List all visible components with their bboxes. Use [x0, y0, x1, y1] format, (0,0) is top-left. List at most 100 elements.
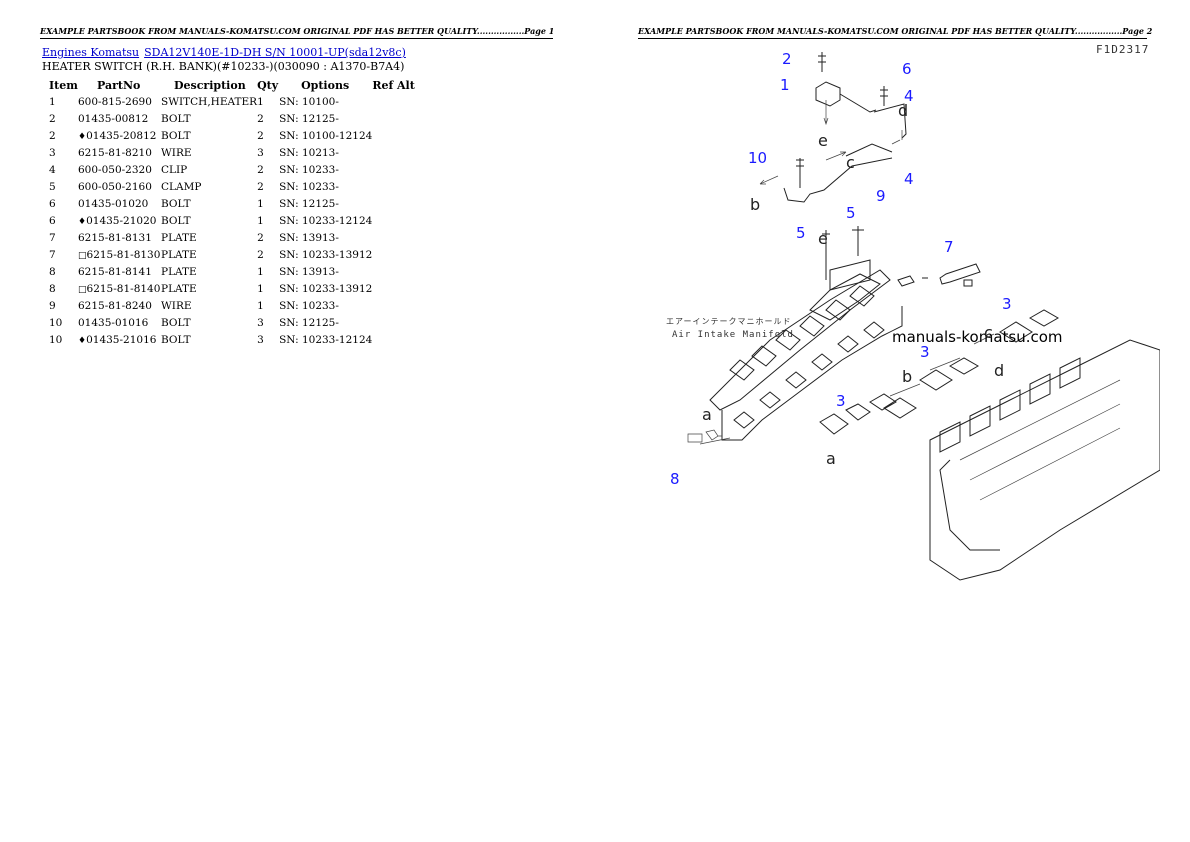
- cell-qty: 2: [257, 246, 279, 263]
- cell-item: 1: [42, 93, 78, 110]
- cell-desc-text: WIRE: [161, 146, 192, 159]
- callout-7: 7: [944, 238, 954, 256]
- cell-part: 600-050-2160: [78, 178, 161, 195]
- cell-item: 8: [42, 263, 78, 280]
- cell-ref: [372, 212, 422, 229]
- cell-qty-text: 1: [257, 299, 264, 312]
- cell-ref: [372, 195, 422, 212]
- letter-e-top: e: [818, 131, 828, 150]
- letter-b-top: b: [750, 195, 760, 214]
- part-mark-icon: ♦: [78, 131, 87, 142]
- page-header-2: EXAMPLE PARTSBOOK FROM MANUALS-KOMATSU.C…: [638, 26, 1152, 39]
- cell-qty: 1: [257, 195, 279, 212]
- cell-opt: SN: 13913-: [279, 229, 372, 246]
- cell-desc-text: BOLT: [161, 214, 191, 227]
- col-header-partno: PartNo: [97, 78, 141, 92]
- cell-opt-text: SN: 10233-13912: [279, 282, 373, 295]
- cell-opt-text: SN: 10233-12124: [279, 214, 373, 227]
- cell-desc-text: PLATE: [161, 282, 197, 295]
- cell-qty-text: 2: [257, 248, 264, 261]
- cell-opt-text: SN: 10233-13912: [279, 248, 373, 261]
- cell-item-text: 6: [49, 214, 56, 227]
- cell-qty-text: 2: [257, 180, 264, 193]
- cell-desc: WIRE: [161, 297, 257, 314]
- cell-qty: 1: [257, 280, 279, 297]
- cell-desc-text: WIRE: [161, 299, 192, 312]
- cell-opt-text: SN: 10233-: [279, 163, 339, 176]
- cell-ref: [372, 331, 422, 348]
- cell-opt: SN: 10233-: [279, 178, 372, 195]
- cell-part-text: 01435-01020: [78, 197, 149, 210]
- cell-opt: SN: 12125-: [279, 314, 372, 331]
- cell-qty-text: 2: [257, 112, 264, 125]
- cell-qty: 3: [257, 331, 279, 348]
- cell-item-text: 2: [49, 112, 56, 125]
- cell-item-text: 10: [49, 333, 63, 346]
- cell-qty-text: 3: [257, 316, 264, 329]
- cell-part: 6215-81-8210: [78, 144, 161, 161]
- cell-item: 7: [42, 229, 78, 246]
- cell-qty: 2: [257, 110, 279, 127]
- cell-item-text: 3: [49, 146, 56, 159]
- cell-item-text: 5: [49, 180, 56, 193]
- breadcrumb-link-model[interactable]: SDA12V140E-1D-DH S/N 10001-UP(sda12v8c): [144, 46, 406, 59]
- callout-5a: 5: [846, 204, 856, 222]
- cell-desc: BOLT: [161, 195, 257, 212]
- cell-part: 6215-81-8141: [78, 263, 161, 280]
- cell-desc: SWITCH,HEATER: [161, 93, 257, 110]
- cell-opt-text: SN: 13913-: [279, 231, 339, 244]
- cell-opt: SN: 12125-: [279, 110, 372, 127]
- cell-part-text: 6215-81-8210: [78, 146, 152, 159]
- part-mark-icon: ♦: [78, 335, 87, 346]
- callout-3c: 3: [836, 392, 846, 410]
- cell-ref: [372, 263, 422, 280]
- letter-e-bottom: e: [818, 229, 828, 248]
- cell-qty-text: 2: [257, 129, 264, 142]
- table-header-row: Item PartNo Description Qty Options Ref …: [42, 77, 422, 93]
- cell-desc: CLIP: [161, 161, 257, 178]
- cell-part: 01435-00812: [78, 110, 161, 127]
- cell-desc-text: BOLT: [161, 197, 191, 210]
- cell-desc-text: BOLT: [161, 112, 191, 125]
- cell-qty-text: 1: [257, 197, 264, 210]
- cell-part: □6215-81-8130: [78, 246, 161, 263]
- cell-part: 6215-81-8240: [78, 297, 161, 314]
- cell-item: 6: [42, 212, 78, 229]
- cell-part-text: 6215-81-8130: [86, 248, 161, 261]
- breadcrumb: Engines Komatsu SDA12V140E-1D-DH S/N 1000…: [42, 46, 406, 59]
- cell-opt-text: SN: 10100-: [279, 95, 339, 108]
- watermark-text: manuals-komatsu.com: [892, 328, 1063, 346]
- cell-desc: BOLT: [161, 127, 257, 144]
- cell-qty: 1: [257, 93, 279, 110]
- cell-desc: PLATE: [161, 280, 257, 297]
- cell-item-text: 7: [49, 248, 56, 261]
- cell-ref: [372, 229, 422, 246]
- cell-part-text: 01435-01016: [78, 316, 149, 329]
- cell-item-text: 2: [49, 129, 56, 142]
- cell-part-text: 01435-00812: [78, 112, 149, 125]
- letter-a-bottom: a: [826, 449, 836, 468]
- cell-part-text: 01435-21016: [86, 333, 157, 346]
- letter-d-bottom: d: [994, 361, 1004, 380]
- cell-opt: SN: 13913-: [279, 263, 372, 280]
- callout-10: 10: [748, 149, 767, 167]
- cell-desc: BOLT: [161, 331, 257, 348]
- part-mark-icon: □: [78, 284, 87, 295]
- callout-6: 6: [902, 60, 912, 78]
- cell-item-text: 6: [49, 197, 56, 210]
- cell-desc-text: CLAMP: [161, 180, 202, 193]
- cell-qty: 1: [257, 212, 279, 229]
- cell-part: 600-815-2690: [78, 93, 161, 110]
- cell-item-text: 8: [49, 282, 56, 295]
- cell-item: 10: [42, 331, 78, 348]
- callout-1: 1: [780, 76, 790, 94]
- breadcrumb-link-engines[interactable]: Engines Komatsu: [42, 46, 140, 59]
- cell-ref: [372, 161, 422, 178]
